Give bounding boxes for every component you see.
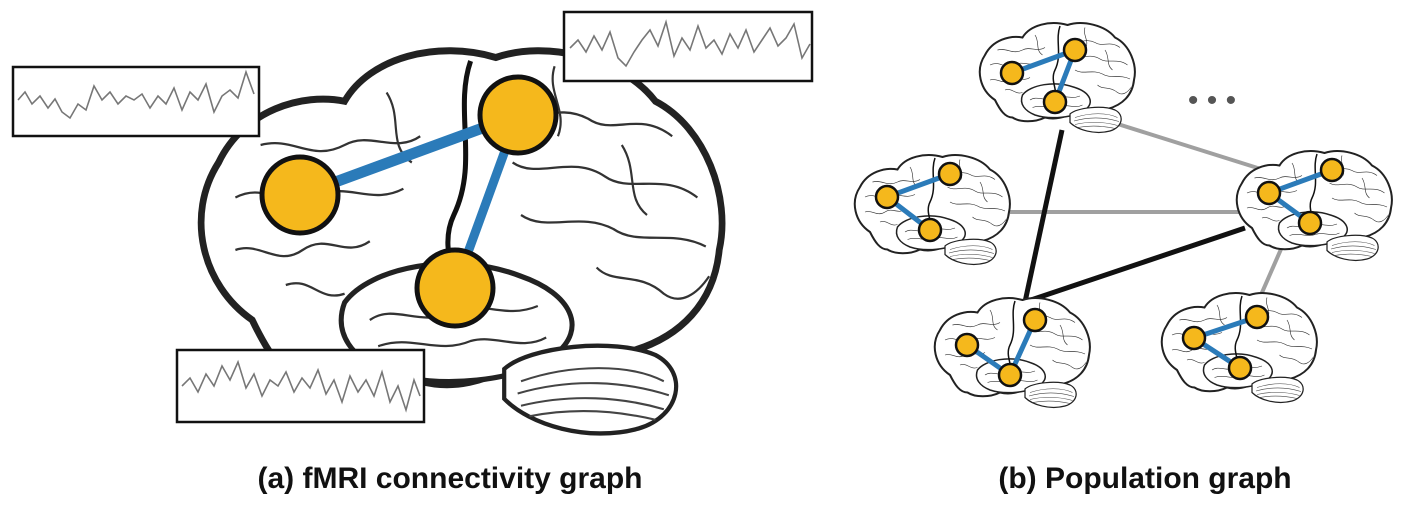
subject-brain-right	[1237, 151, 1392, 260]
subject-brain-top	[980, 23, 1135, 132]
roi-node-1	[259, 154, 341, 236]
roi-node-2	[477, 74, 559, 156]
subject-brain-bottom-right	[1162, 293, 1317, 402]
ellipsis-more-subjects: • • •	[1188, 84, 1236, 117]
caption-fmri-connectivity-graph: (a) fMRI connectivity graph	[257, 462, 643, 495]
subject-brain-left	[855, 155, 1010, 264]
roi-nodes	[259, 74, 559, 329]
fmri-signal-box-bottom	[175, 348, 426, 424]
subject-brain-bottom-left	[935, 298, 1090, 407]
roi-node-3	[414, 247, 496, 329]
caption-population-graph: (b) Population graph	[998, 462, 1292, 495]
fmri-signal-box-left	[11, 65, 261, 138]
population-edges	[1010, 118, 1287, 321]
fmri-signal-box-top-right	[562, 10, 814, 83]
